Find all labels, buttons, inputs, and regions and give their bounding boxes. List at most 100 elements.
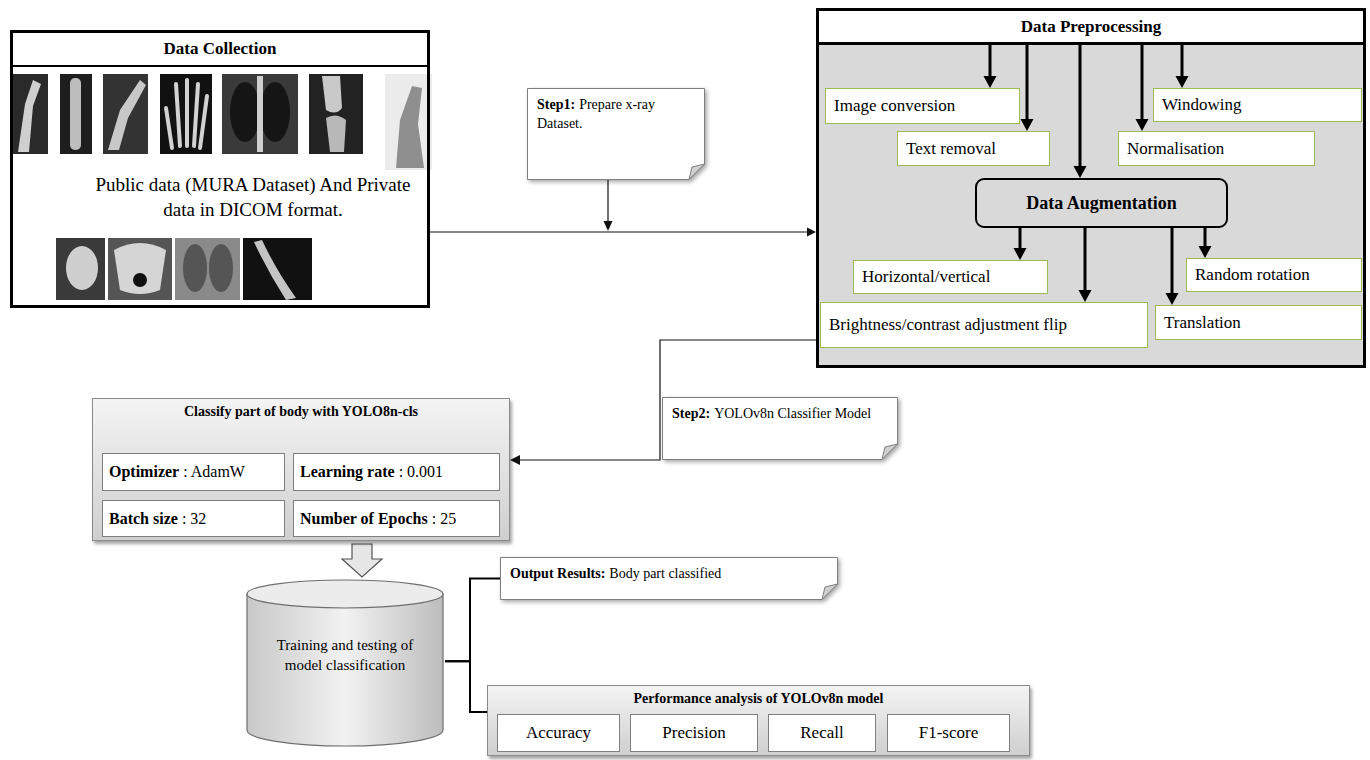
process-box: Image conversion bbox=[825, 88, 1020, 124]
text-line: Number of Epochs: 25 bbox=[300, 510, 456, 528]
note-outline bbox=[528, 89, 705, 180]
xray-image bbox=[10, 74, 48, 154]
xray-image bbox=[175, 238, 240, 300]
key-text: Number of Epochs bbox=[300, 510, 428, 527]
key-text: Output Results: bbox=[510, 566, 605, 581]
arrow-head bbox=[1021, 119, 1034, 131]
connector bbox=[1074, 45, 1087, 178]
box-label: Recall bbox=[800, 723, 843, 743]
arrow-head bbox=[604, 221, 613, 231]
connector bbox=[984, 45, 997, 88]
connector-line bbox=[445, 579, 500, 662]
process-box: Text removal bbox=[897, 131, 1050, 166]
connector bbox=[1079, 228, 1092, 302]
process-box: Normalisation bbox=[1118, 131, 1315, 166]
arrow-head bbox=[510, 455, 520, 465]
setting-box: Optimizer: AdamW bbox=[102, 453, 285, 491]
connector-line bbox=[1204, 228, 1207, 247]
connector bbox=[1199, 228, 1212, 258]
xray-image bbox=[56, 238, 105, 300]
box-label: Data Augmentation bbox=[1026, 193, 1177, 214]
process-box: Horizontal/vertical bbox=[853, 260, 1048, 294]
text-line: Step1:Prepare x-ray Dataset. bbox=[537, 96, 695, 134]
box-label: Translation bbox=[1164, 313, 1241, 333]
connector-line bbox=[1026, 45, 1029, 120]
bone-shape bbox=[326, 115, 346, 152]
box-label: Normalisation bbox=[1127, 139, 1224, 159]
panel-box: Data PreprocessingImage conversion Window… bbox=[816, 8, 1366, 368]
cylinder-top bbox=[247, 580, 443, 608]
box-label: F1-score bbox=[919, 723, 978, 743]
note-fold bbox=[689, 164, 705, 180]
xray-image bbox=[243, 238, 312, 300]
box-label: Windowing bbox=[1162, 95, 1242, 115]
lung-shape bbox=[260, 82, 290, 142]
lung-shape bbox=[230, 82, 260, 142]
arrow-head bbox=[984, 76, 997, 88]
xray-image bbox=[222, 74, 298, 154]
box-label: Image conversion bbox=[834, 96, 955, 116]
key-text: Optimizer bbox=[109, 463, 179, 480]
bone-shape bbox=[70, 78, 81, 150]
pelvis-shape bbox=[114, 243, 166, 294]
text-line: Learning rate: 0.001 bbox=[300, 463, 443, 481]
key-text: Learning rate bbox=[300, 463, 395, 480]
step-pointer bbox=[604, 180, 613, 231]
bone-line bbox=[185, 80, 189, 146]
connector bbox=[1176, 45, 1189, 88]
panel-box: Classify part of body with YOLO8n-clsOpt… bbox=[92, 398, 510, 541]
bone-shape bbox=[108, 80, 146, 150]
value-text: : 25 bbox=[432, 510, 456, 527]
process-box: Random rotation bbox=[1186, 258, 1362, 292]
xray-image bbox=[103, 74, 148, 154]
connector-line bbox=[1084, 228, 1087, 291]
arrow-head bbox=[1079, 290, 1092, 302]
box-label: Random rotation bbox=[1195, 265, 1310, 285]
connector-line bbox=[430, 231, 808, 232]
metric-box: Recall bbox=[768, 714, 876, 752]
connector-line bbox=[445, 661, 487, 712]
box-title: Data Preprocessing bbox=[1021, 17, 1162, 36]
setting-box: Batch size: 32 bbox=[102, 500, 285, 537]
connector-line bbox=[989, 45, 992, 77]
group-box: Data Augmentation bbox=[975, 178, 1228, 228]
xray-image bbox=[60, 74, 92, 154]
text-line: Batch size: 32 bbox=[109, 510, 206, 528]
value-text: : 0.001 bbox=[399, 463, 443, 480]
pelvis-hole bbox=[133, 273, 147, 287]
connector bbox=[1021, 45, 1034, 131]
spine-shape bbox=[254, 240, 296, 300]
note-box: Step1:Prepare x-ray Dataset. bbox=[527, 88, 705, 180]
note-outline bbox=[663, 398, 898, 460]
spine-shape bbox=[257, 76, 263, 152]
arrow-head bbox=[1199, 246, 1212, 258]
connector bbox=[1136, 45, 1149, 131]
connector-line bbox=[1171, 228, 1174, 294]
box-label: Accuracy bbox=[526, 723, 591, 743]
bone-shape bbox=[18, 80, 41, 152]
connector bbox=[342, 544, 382, 577]
connector-line bbox=[1181, 45, 1184, 77]
setting-box: Number of Epochs: 25 bbox=[293, 500, 500, 537]
bone-shape bbox=[322, 76, 342, 113]
connector bbox=[445, 579, 500, 662]
cylinder-label: Training and testing of model classifica… bbox=[245, 636, 445, 675]
hand-bones bbox=[166, 80, 207, 148]
xray-image bbox=[160, 74, 212, 154]
xray-thumbnails bbox=[10, 74, 432, 300]
bone-line bbox=[194, 84, 198, 146]
text-line: Step2:YOLOv8n Classifier Model bbox=[672, 405, 888, 424]
header-band: Data Preprocessing bbox=[819, 11, 1363, 45]
box-label: Horizontal/vertical bbox=[862, 267, 990, 287]
arrow-head bbox=[1176, 76, 1189, 88]
connector-line bbox=[1079, 45, 1082, 167]
connector-line bbox=[1019, 228, 1022, 249]
bone-shape bbox=[396, 86, 424, 168]
bone-line bbox=[200, 96, 207, 148]
leader-line bbox=[607, 180, 608, 222]
note-fold bbox=[822, 584, 838, 600]
text-line: Optimizer: AdamW bbox=[109, 463, 245, 481]
bone-shape bbox=[66, 246, 98, 290]
metric-box: Precision bbox=[630, 714, 758, 752]
